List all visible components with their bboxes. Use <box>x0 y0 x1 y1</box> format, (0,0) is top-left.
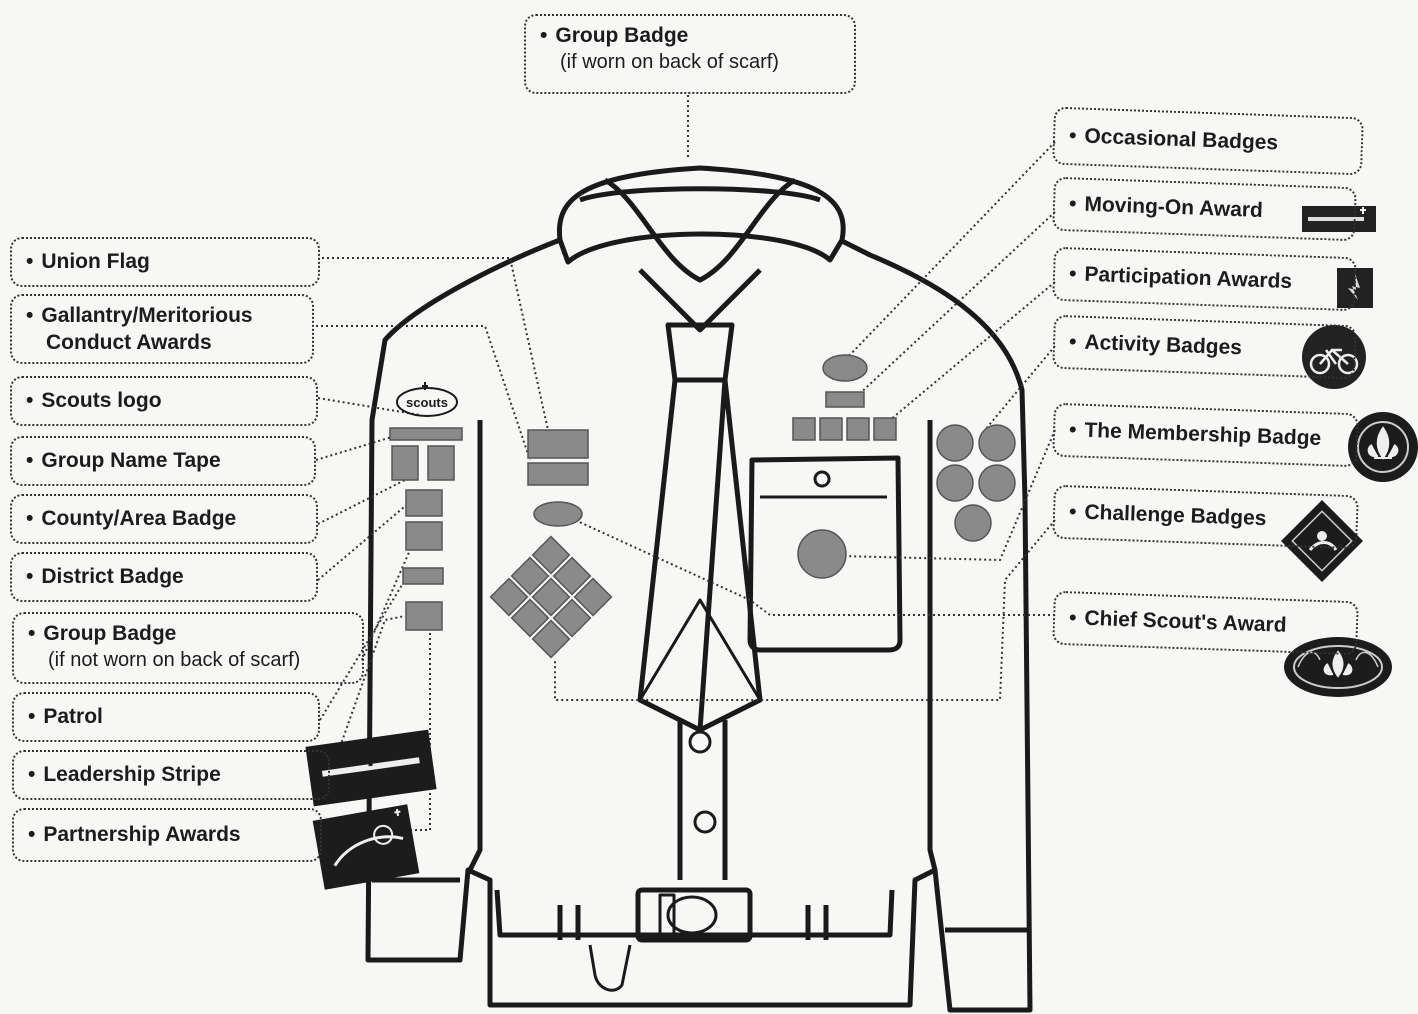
activity-spot-5 <box>955 505 991 541</box>
label-subtext: (if not worn on back of scarf) <box>28 647 300 673</box>
union-flag-spot <box>528 430 588 458</box>
leadership-spot <box>403 568 443 584</box>
label-text: Patrol <box>43 703 103 730</box>
example-badges <box>305 206 1418 890</box>
participation-spot-3 <box>847 418 869 440</box>
label-membership-badge: •The Membership Badge <box>1052 403 1359 468</box>
scouts-logo: scouts <box>397 382 457 416</box>
label-text-line2: Conduct Awards <box>26 329 253 356</box>
label-text: Moving-On Award <box>1084 191 1263 225</box>
label-text: Union Flag <box>41 248 150 275</box>
gallantry-spot <box>528 463 588 485</box>
moving-on-spot <box>826 392 864 407</box>
activity-spot-3 <box>937 465 973 501</box>
svg-text:scouts: scouts <box>406 395 448 410</box>
leader-lines <box>316 95 1055 830</box>
label-text: Leadership Stripe <box>43 761 220 788</box>
shirt-outline <box>368 168 1030 1010</box>
label-text: Gallantry/Meritorious <box>41 304 252 327</box>
label-text: Group Badge <box>555 24 688 47</box>
label-text: Group Name Tape <box>41 447 220 474</box>
label-text: County/Area Badge <box>41 505 236 532</box>
county-badge-spot <box>392 446 418 480</box>
chief-scout-spot <box>534 502 582 526</box>
label-subtext: (if worn on back of scarf) <box>540 49 779 75</box>
label-county-area-badge: •County/Area Badge <box>10 494 318 544</box>
partnership-award-icon <box>313 804 420 890</box>
label-text: Participation Awards <box>1084 261 1293 296</box>
label-participation-awards: •Participation Awards <box>1052 247 1357 312</box>
participation-spot-1 <box>793 418 815 440</box>
label-text: Activity Badges <box>1084 329 1242 362</box>
label-gallantry: •Gallantry/Meritorious Conduct Awards <box>10 294 314 364</box>
partnership-spot <box>406 602 442 630</box>
label-text: Chief Scout's Award <box>1084 605 1287 639</box>
fleur-de-lis-icon <box>1348 412 1418 482</box>
label-partnership-awards: •Partnership Awards <box>12 808 322 862</box>
membership-spot <box>798 530 846 578</box>
patrol-spot <box>406 522 442 550</box>
label-challenge-badges: •Challenge Badges <box>1052 485 1359 550</box>
label-group-badge-back: •Group Badge (if worn on back of scarf) <box>524 14 856 94</box>
label-district-badge: •District Badge <box>10 552 318 602</box>
label-union-flag: •Union Flag <box>10 237 320 287</box>
activity-spot-2 <box>979 425 1015 461</box>
label-scouts-logo: •Scouts logo <box>10 376 318 426</box>
occasional-badge-spot <box>823 355 867 381</box>
label-moving-on-award: •Moving-On Award <box>1052 177 1357 242</box>
label-leadership-stripe: •Leadership Stripe <box>12 750 330 800</box>
label-text: District Badge <box>41 563 183 590</box>
label-patrol: •Patrol <box>12 692 320 742</box>
group-badge-sleeve-spot <box>406 490 442 516</box>
activity-spot-4 <box>979 465 1015 501</box>
challenge-diamond-spots <box>491 537 612 658</box>
district-badge-spot <box>428 446 454 480</box>
label-text: Occasional Badges <box>1084 123 1279 157</box>
label-text: Scouts logo <box>41 387 161 414</box>
label-occasional-badges: •Occasional Badges <box>1052 107 1364 176</box>
label-group-badge-sleeve: •Group Badge (if not worn on back of sca… <box>12 612 364 684</box>
label-chief-scouts-award: •Chief Scout's Award <box>1052 591 1359 656</box>
label-group-name-tape: •Group Name Tape <box>10 436 316 486</box>
label-text: Partnership Awards <box>43 821 240 848</box>
activity-spot-1 <box>937 425 973 461</box>
label-text: Group Badge <box>43 622 176 645</box>
label-text: The Membership Badge <box>1084 417 1322 453</box>
label-text: Challenge Badges <box>1084 499 1267 533</box>
participation-spot-2 <box>820 418 842 440</box>
participation-spot-4 <box>874 418 896 440</box>
label-activity-badges: •Activity Badges <box>1052 315 1357 380</box>
badge-placements <box>390 355 1015 657</box>
group-name-tape-spot <box>390 428 462 440</box>
